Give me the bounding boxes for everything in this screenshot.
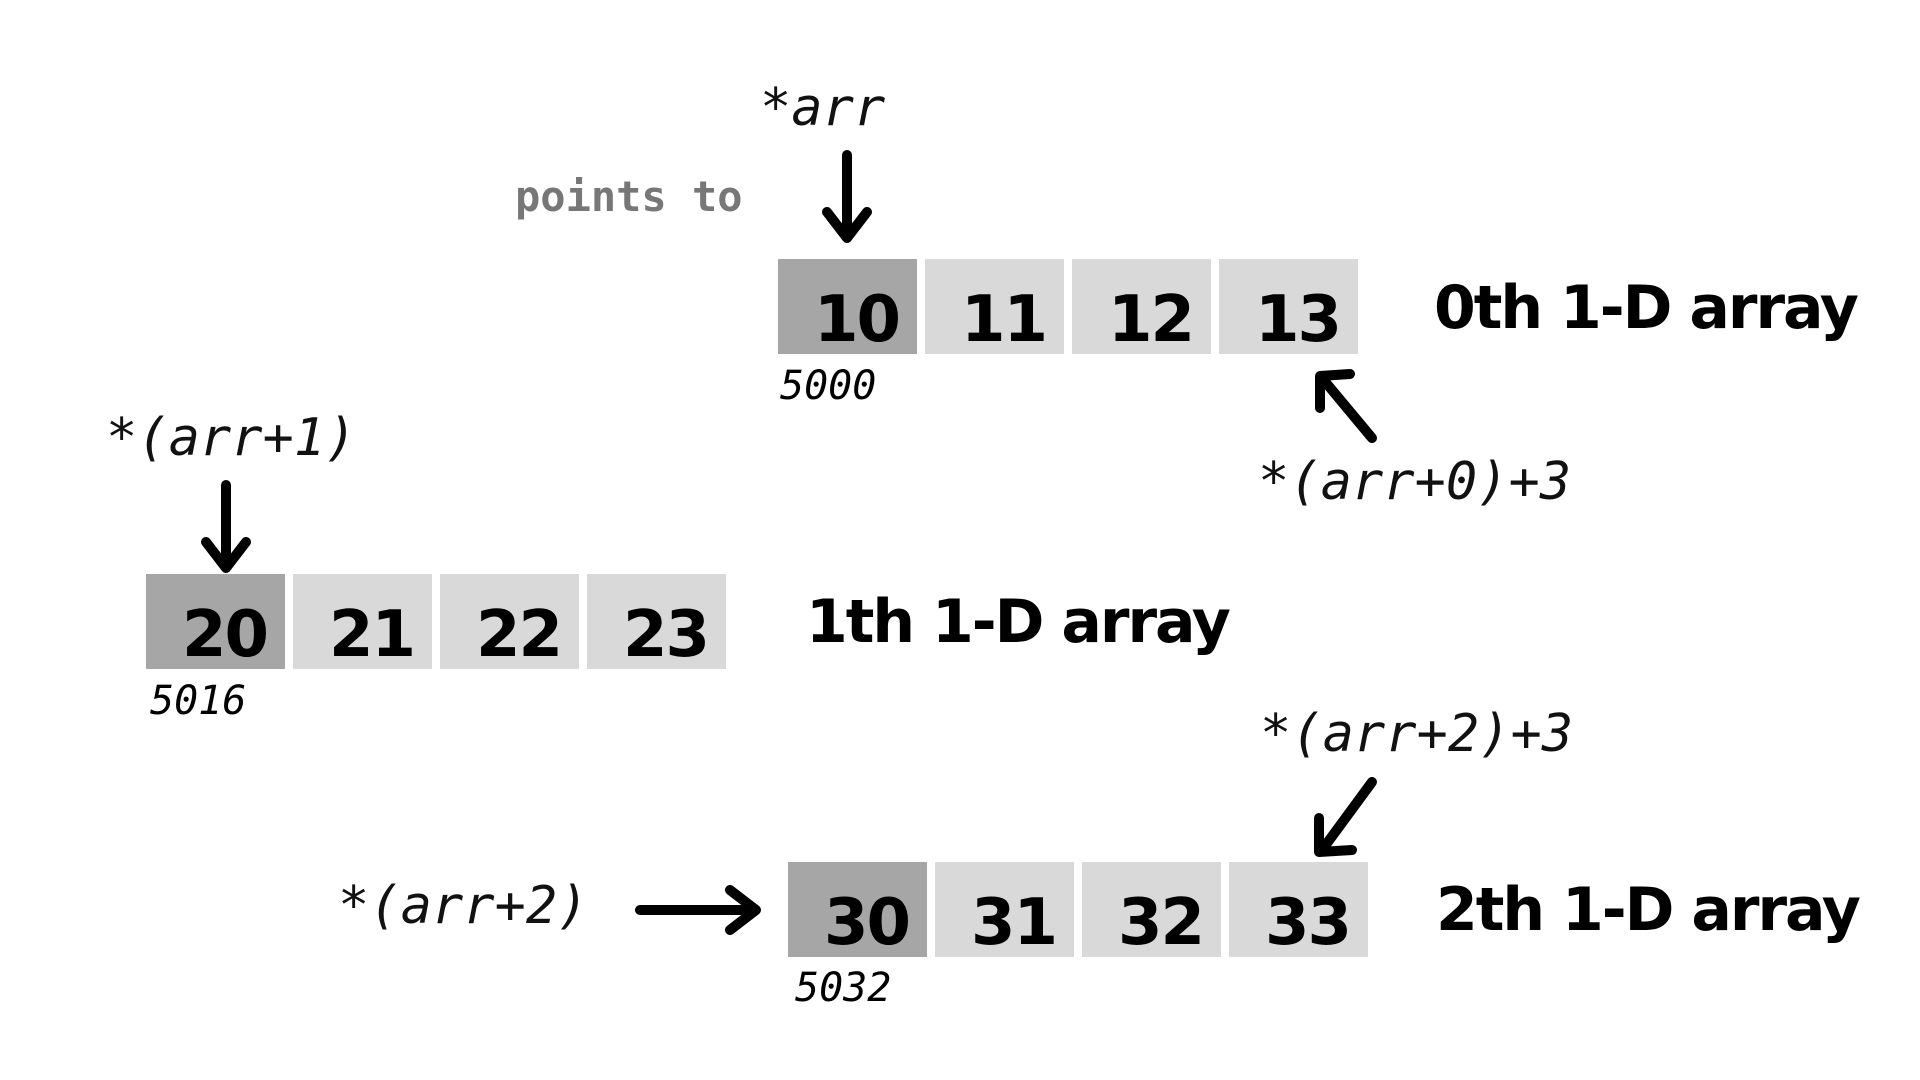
pointer-expression: *arr: [760, 78, 886, 138]
array-address: 5000: [780, 363, 877, 409]
array-row-1: 20 21 22 23: [146, 574, 726, 669]
array-cell: 11: [925, 259, 1064, 354]
array-address: 5016: [150, 678, 247, 724]
array-cell: 12: [1072, 259, 1211, 354]
array-cell: 22: [440, 574, 579, 669]
pointer-expression: *(arr+2)+3: [1260, 704, 1574, 764]
array-label: 2th 1-D array: [1436, 875, 1861, 945]
array-address: 5032: [795, 965, 892, 1011]
array-cell: 33: [1229, 862, 1368, 957]
pointer-expression: *(arr+1): [106, 408, 357, 468]
array-cell: 32: [1082, 862, 1221, 957]
down-arrow-icon: [201, 480, 251, 573]
array-cell: 31: [935, 862, 1074, 957]
array-cell: 13: [1219, 259, 1358, 354]
array-cell: 21: [293, 574, 432, 669]
array-label: 0th 1-D array: [1434, 273, 1859, 343]
array-cell: 20: [146, 574, 285, 669]
down-left-arrow-icon: [1314, 777, 1377, 857]
array-label: 1th 1-D array: [806, 587, 1231, 657]
right-arrow-icon: [635, 885, 761, 935]
pointer-expression: *(arr+2): [338, 876, 589, 936]
array-cell: 30: [788, 862, 927, 957]
points-to-note: points to: [515, 172, 743, 221]
array-cell: 10: [778, 259, 917, 354]
array-row-0: 10 11 12 13: [778, 259, 1358, 354]
array-cell: 23: [587, 574, 726, 669]
down-arrow-icon: [822, 150, 872, 243]
up-left-arrow-icon: [1315, 369, 1377, 443]
pointer-expression: *(arr+0)+3: [1258, 452, 1572, 512]
array-row-2: 30 31 32 33: [788, 862, 1368, 957]
